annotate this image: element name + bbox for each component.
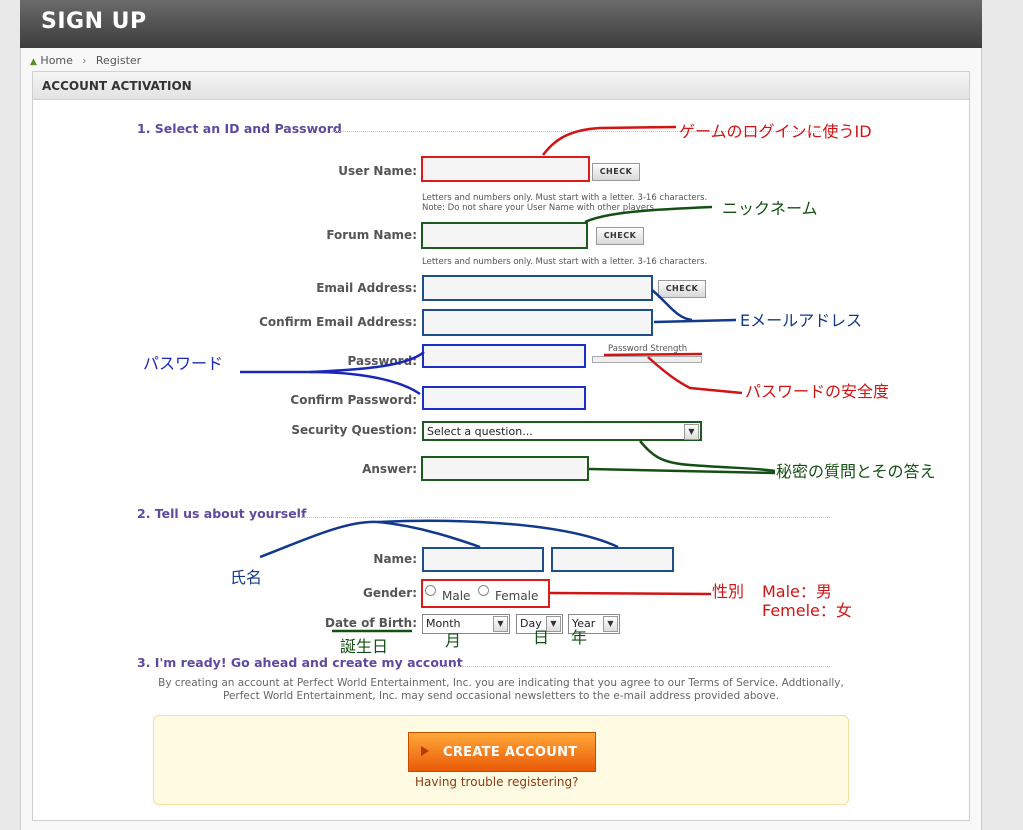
chevron-right-icon: › (82, 56, 87, 67)
name-label: Name: (373, 552, 417, 566)
chevron-down-icon[interactable]: ▼ (684, 424, 699, 440)
section-id-password: 1. Select an ID and Password (137, 121, 342, 136)
security-question-value: Select a question... (427, 425, 533, 438)
page-title: SIGN UP (41, 9, 147, 34)
section-divider (436, 666, 830, 667)
password-input[interactable] (422, 344, 586, 368)
dob-label: Date of Birth: (324, 616, 417, 630)
user-name-label: User Name: (338, 164, 417, 178)
annotation-password: パスワード (143, 354, 224, 373)
gender-female-radio[interactable] (478, 585, 489, 596)
last-name-input[interactable] (551, 547, 674, 572)
dob-year-select[interactable]: Year ▼ (568, 614, 620, 634)
password-label: Password: (347, 354, 418, 368)
dob-year-value: Year (572, 617, 596, 630)
page-header: SIGN UP (20, 0, 982, 48)
breadcrumb: ▲ Home › Register (30, 54, 141, 67)
first-name-input[interactable] (422, 547, 544, 572)
answer-input[interactable] (421, 456, 589, 481)
security-question-label: Security Question: (291, 423, 417, 437)
user-name-hint-line2: Note: Do not share your User Name with o… (422, 203, 657, 213)
terms-text: By creating an account at Perfect World … (158, 677, 844, 702)
confirm-password-label: Confirm Password: (290, 393, 417, 407)
annotation-email: Eメールアドレス (740, 311, 863, 330)
email-label: Email Address: (316, 281, 417, 295)
annotation-nickname: ニックネーム (722, 199, 818, 218)
home-icon: ▲ (30, 57, 37, 67)
panel-title: ACCOUNT ACTIVATION (42, 79, 192, 93)
forum-name-label: Forum Name: (326, 228, 417, 242)
email-input[interactable] (422, 275, 653, 301)
annotation-full-name: 氏名 (230, 568, 263, 587)
check-email-button[interactable]: CHECK (658, 280, 706, 298)
answer-label: Answer: (362, 462, 417, 476)
annotation-login-id: ゲームのログインに使うID (679, 122, 872, 141)
gender-male-label[interactable]: Male (442, 589, 471, 603)
create-account-button[interactable]: CREATE ACCOUNT (408, 732, 596, 772)
annotation-female: Femele：女 (762, 601, 852, 620)
password-strength-label: Password Strength (608, 344, 688, 354)
confirm-email-input[interactable] (422, 309, 653, 336)
dob-day-value: Day (520, 617, 542, 630)
annotation-year: 年 (571, 628, 588, 647)
security-question-select[interactable]: Select a question... ▼ (422, 421, 702, 441)
panel-header: ACCOUNT ACTIVATION (33, 72, 969, 100)
annotation-day: 日 (533, 628, 550, 647)
annotation-birthday: 誕生日 (340, 637, 389, 656)
gender-label: Gender: (363, 586, 417, 600)
play-arrow-icon (421, 746, 429, 756)
gender-male-radio[interactable] (425, 585, 436, 596)
user-name-hint: Letters and numbers only. Must start wit… (422, 193, 707, 213)
trouble-registering-link[interactable]: Having trouble registering? (415, 775, 579, 789)
check-forum-name-button[interactable]: CHECK (596, 227, 644, 245)
annotation-male: Male：男 (762, 582, 832, 601)
annotation-month: 月 (445, 631, 462, 650)
dob-month-select[interactable]: Month ▼ (422, 614, 510, 634)
breadcrumb-current: Register (95, 54, 142, 67)
confirm-password-input[interactable] (422, 386, 586, 410)
section-create-account: 3. I'm ready! Go ahead and create my acc… (137, 655, 463, 670)
annotation-password-strength: パスワードの安全度 (745, 382, 890, 401)
account-panel (32, 71, 970, 821)
create-account-label: CREATE ACCOUNT (443, 745, 578, 760)
annotation-secret-question: 秘密の質問とその答え (776, 462, 936, 481)
section-divider (298, 517, 830, 518)
annotation-gender: 性別 (712, 582, 745, 601)
password-strength-meter (592, 356, 702, 363)
chevron-down-icon[interactable]: ▼ (603, 616, 618, 632)
breadcrumb-home[interactable]: Home (40, 54, 73, 67)
chevron-down-icon[interactable]: ▼ (493, 616, 508, 632)
forum-name-hint: Letters and numbers only. Must start wit… (422, 257, 708, 267)
forum-name-input[interactable] (421, 222, 588, 249)
check-user-name-button[interactable]: CHECK (592, 163, 640, 181)
dob-day-select[interactable]: Day ▼ (516, 614, 563, 634)
gender-female-label[interactable]: Female (495, 589, 539, 603)
section-about-yourself: 2. Tell us about yourself (137, 506, 307, 521)
user-name-input[interactable] (421, 156, 590, 182)
user-name-hint-line1: Letters and numbers only. Must start wit… (422, 193, 708, 203)
chevron-down-icon[interactable]: ▼ (546, 616, 561, 632)
confirm-email-label: Confirm Email Address: (259, 315, 417, 329)
dob-month-value: Month (426, 617, 461, 630)
